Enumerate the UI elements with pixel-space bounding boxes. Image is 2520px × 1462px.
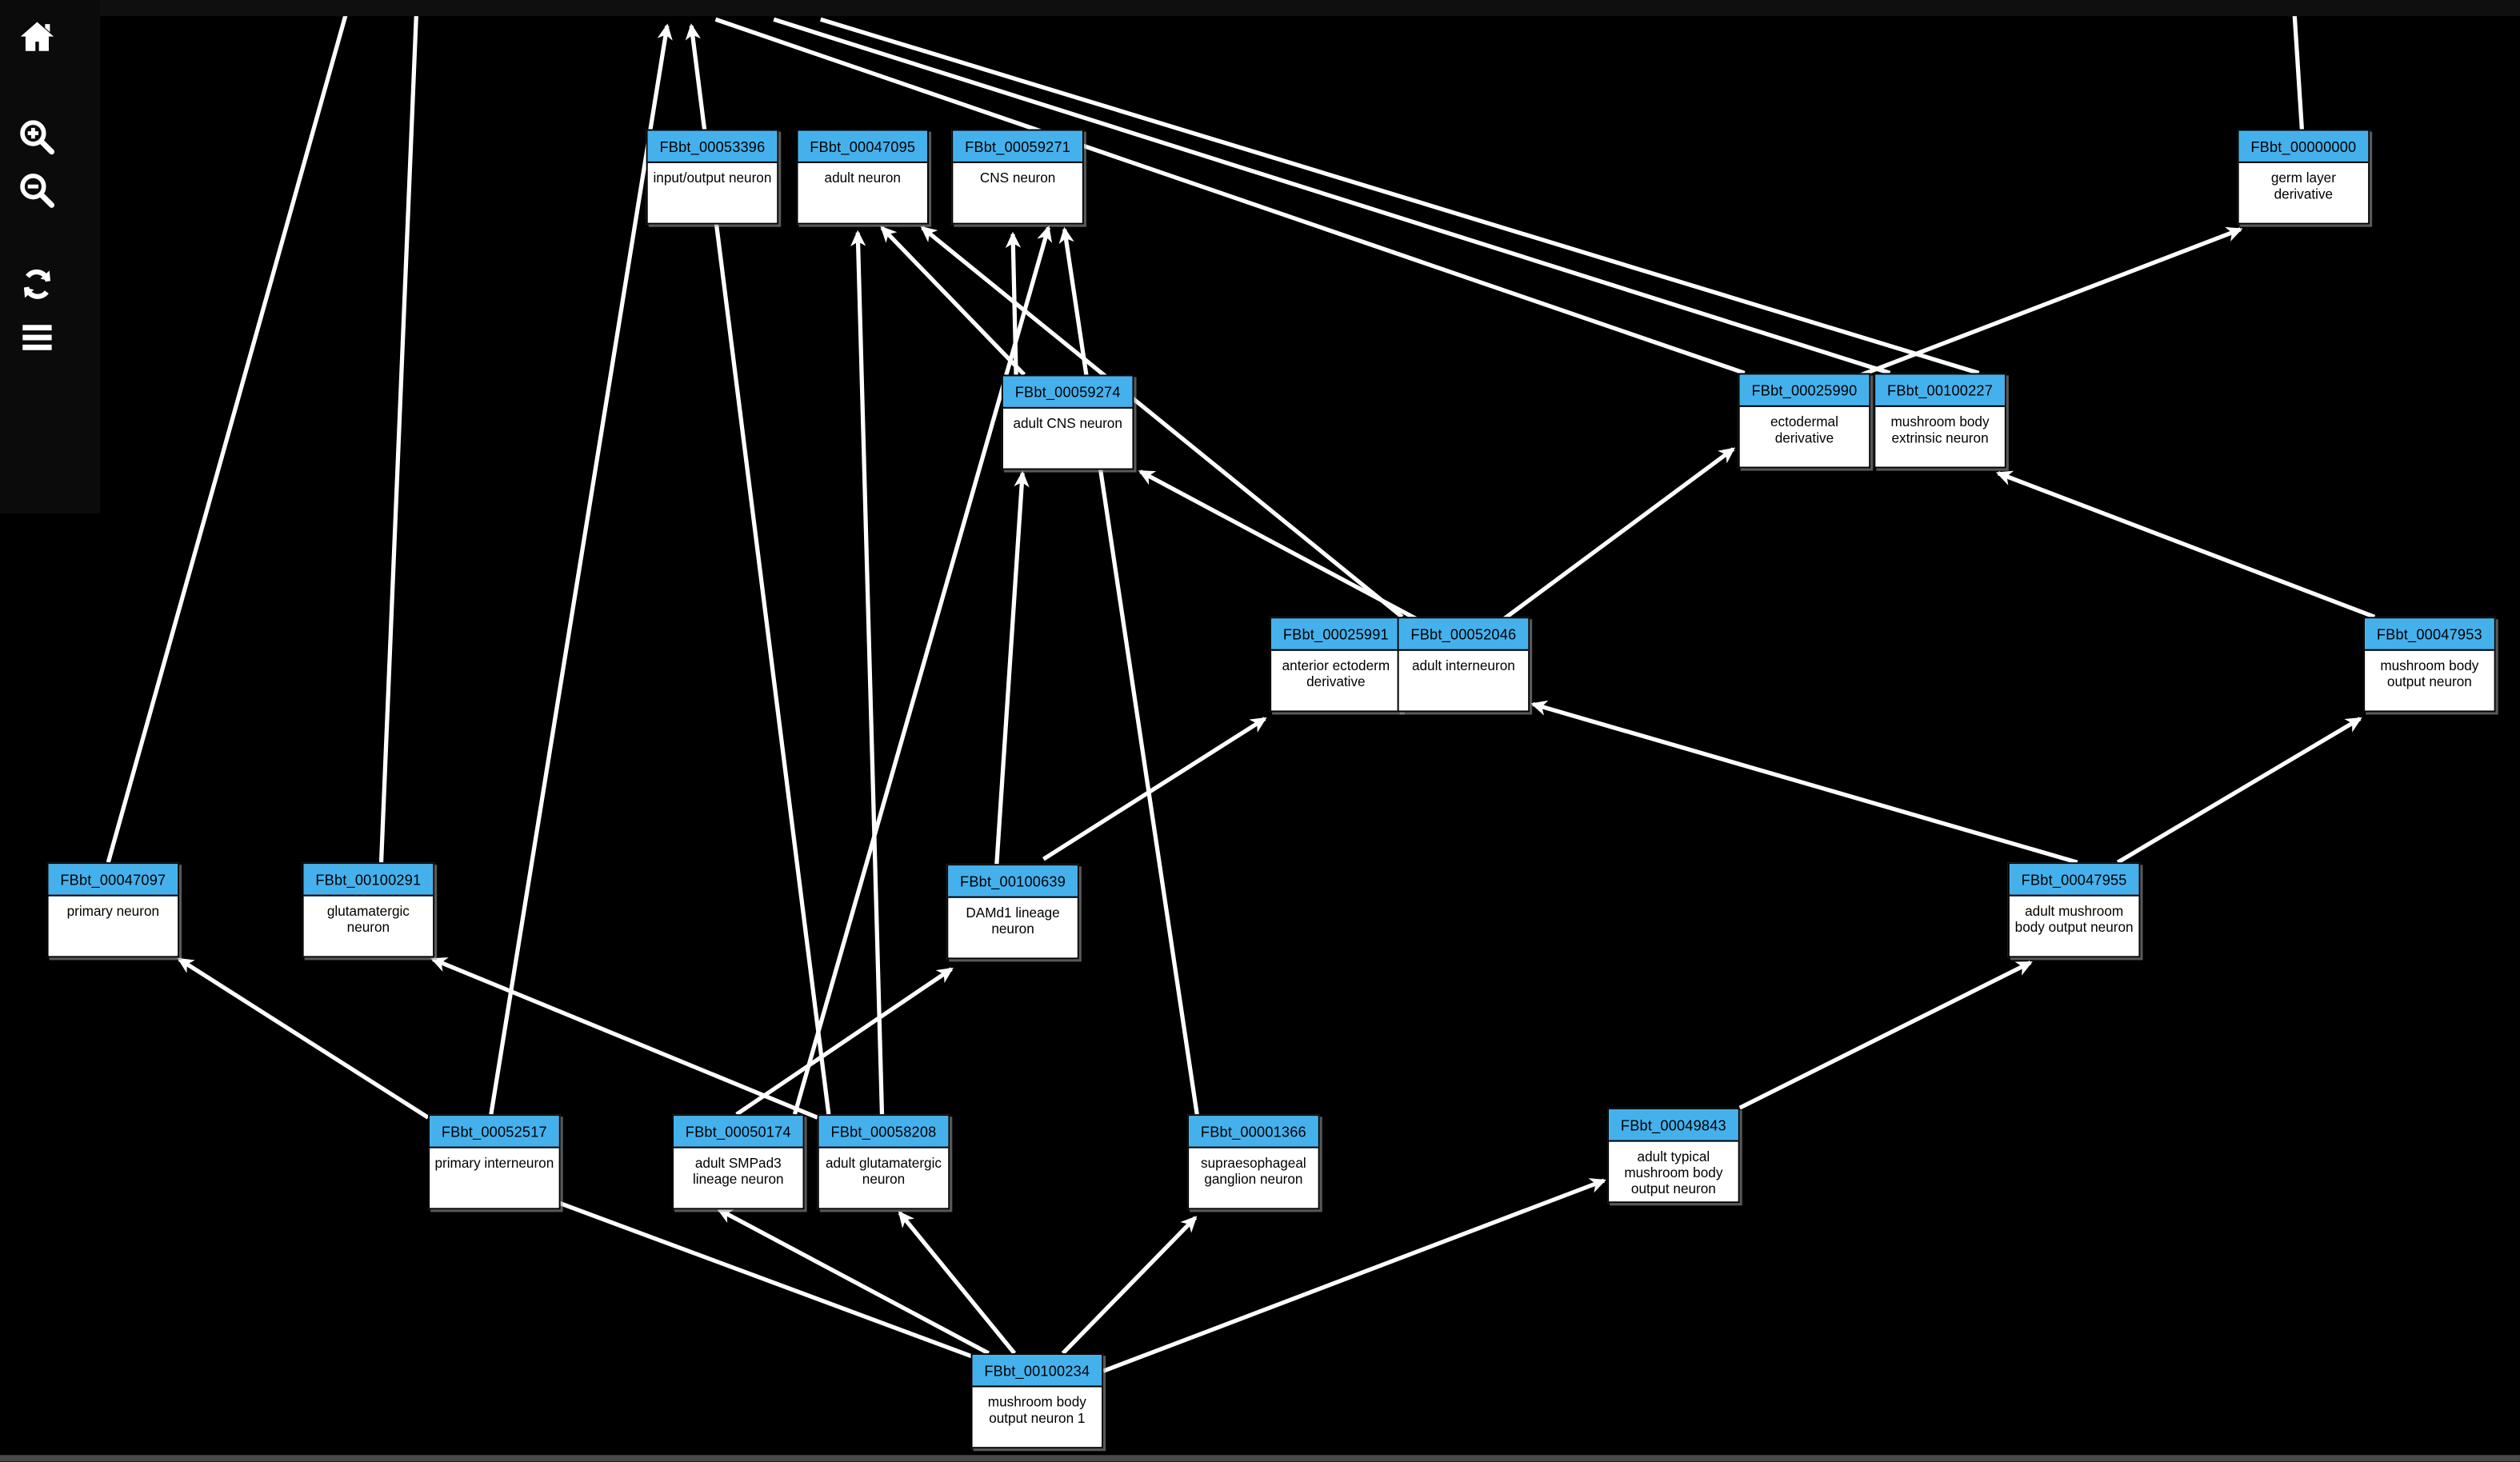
- node-term-label: ectodermal derivative: [1770, 413, 1838, 446]
- node-term-label: supraesophageal ganglion neuron: [1201, 1154, 1306, 1188]
- node-id-header: FBbt_00058208: [818, 1116, 949, 1148]
- graph-edge: [1058, 226, 1199, 1115]
- node-term-label: mushroom body output neuron: [2380, 657, 2479, 690]
- graph-edge: [898, 1211, 1017, 1355]
- node-id-header: FBbt_00047095: [798, 130, 928, 163]
- graph-node-FBbt_00001366[interactable]: FBbt_00001366 supraesophageal ganglion ne…: [1187, 1114, 1320, 1210]
- graph-node-FBbt_00047953[interactable]: FBbt_00047953 mushroom body output neuron: [2363, 617, 2496, 713]
- node-id-header: FBbt_00049843: [1609, 1109, 1738, 1142]
- node-id-header: FBbt_00000000: [2238, 130, 2369, 163]
- graph-edge: [535, 1192, 986, 1364]
- graph-edge: [1042, 717, 1267, 861]
- graph-edge: [714, 17, 1746, 375]
- toolbar: [0, 0, 101, 514]
- node-id-header: FBbt_00001366: [1189, 1116, 1318, 1148]
- home-icon[interactable]: [18, 18, 56, 56]
- node-id-header: FBbt_00025991: [1271, 618, 1401, 651]
- graph-edge: [378, 2, 419, 863]
- graph-node-FBbt_00025991[interactable]: FBbt_00025991 anterior ectoderm derivativ…: [1270, 617, 1402, 713]
- graph-edge: [1995, 470, 2376, 619]
- graph-edge: [716, 1208, 990, 1356]
- node-id-header: FBbt_00059274: [1002, 376, 1133, 409]
- graph-edge: [106, 2, 351, 863]
- node-id-header: FBbt_00047953: [2365, 618, 2494, 651]
- zoom-in-icon[interactable]: [18, 118, 56, 156]
- graph-edge: [1738, 961, 2033, 1110]
- node-id-header: FBbt_00052046: [1398, 618, 1529, 651]
- node-id-header: FBbt_00025990: [1739, 374, 1870, 407]
- graph-edge: [994, 470, 1030, 865]
- graph-edge: [920, 226, 1404, 619]
- node-term-label: germ layer derivative: [2270, 170, 2336, 202]
- graph-edge: [1005, 231, 1022, 375]
- node-term-label: adult CNS neuron: [1013, 414, 1122, 432]
- graph-edge: [773, 17, 1891, 375]
- graph-edge: [1138, 469, 1426, 625]
- graph-edge: [1501, 447, 1736, 622]
- node-term-label: glutamatergic neuron: [326, 902, 410, 936]
- graph-node-FBbt_00100234[interactable]: FBbt_00100234 mushroom body output neuron…: [970, 1353, 1104, 1449]
- graph-node-FBbt_00100227[interactable]: FBbt_00100227 mushroom body extrinsic neu…: [1874, 373, 2006, 469]
- menu-icon[interactable]: [18, 318, 56, 357]
- node-id-header: FBbt_00050174: [674, 1116, 803, 1148]
- node-term-label: mushroom body extrinsic neuron: [1890, 413, 1990, 446]
- node-id-header: FBbt_00052517: [430, 1116, 559, 1148]
- graph-edge: [2291, 2, 2304, 130]
- node-term-label: adult SMPad3 lineage neuron: [692, 1154, 784, 1188]
- node-term-label: adult glutamatergic neuron: [825, 1154, 942, 1188]
- node-id-header: FBbt_00100639: [948, 865, 1078, 898]
- node-term-label: primary neuron: [66, 902, 160, 919]
- node-term-label: CNS neuron: [979, 170, 1056, 186]
- node-id-header: FBbt_00100227: [1875, 374, 2005, 407]
- graph-edge: [1061, 1216, 1198, 1355]
- graph-edge: [880, 226, 1026, 377]
- graph-edge: [1857, 226, 2243, 378]
- node-id-header: FBbt_00059271: [953, 130, 1082, 163]
- graph-edge: [177, 957, 430, 1120]
- graph-edge: [1102, 1178, 1606, 1373]
- refresh-icon[interactable]: [18, 265, 56, 303]
- node-term-label: adult typical mushroom body output neuro…: [1624, 1148, 1723, 1197]
- node-term-label: adult interneuron: [1411, 657, 1515, 674]
- node-id-header: FBbt_00053396: [647, 130, 778, 163]
- node-term-label: input/output neuron: [653, 170, 772, 186]
- graph-edge: [850, 230, 885, 1115]
- node-term-label: mushroom body output neuron 1: [987, 1393, 1086, 1426]
- node-id-header: FBbt_00047097: [48, 864, 178, 897]
- zoom-out-icon[interactable]: [18, 171, 56, 210]
- graph-edge: [430, 957, 818, 1120]
- node-term-label: primary interneuron: [434, 1154, 554, 1171]
- node-term-label: DAMd1 lineage neuron: [966, 904, 1060, 937]
- graph-node-FBbt_00025990[interactable]: FBbt_00025990 ectodermal derivative: [1738, 373, 1871, 469]
- graph-edge: [735, 967, 954, 1116]
- graph-edge: [1530, 700, 2078, 865]
- top-bar: [0, 0, 2520, 17]
- bottom-scrollbar[interactable]: [0, 1455, 2520, 1462]
- graph-edge: [819, 17, 1980, 375]
- graph-node-FBbt_00100291[interactable]: FBbt_00100291 glutamatergic neuron: [302, 862, 435, 958]
- graph-edge: [2116, 717, 2362, 865]
- graph-edge: [489, 23, 673, 1115]
- node-id-header: FBbt_00100291: [303, 864, 434, 897]
- node-term-label: adult mushroom body output neuron: [2014, 902, 2134, 936]
- node-id-header: FBbt_00047955: [2009, 864, 2139, 897]
- graph-node-FBbt_00053396[interactable]: FBbt_00053396 input/output neuron: [646, 129, 779, 225]
- node-term-label: adult neuron: [824, 170, 901, 186]
- node-term-label: anterior ectoderm derivative: [1282, 657, 1390, 690]
- node-id-header: FBbt_00100234: [972, 1355, 1102, 1388]
